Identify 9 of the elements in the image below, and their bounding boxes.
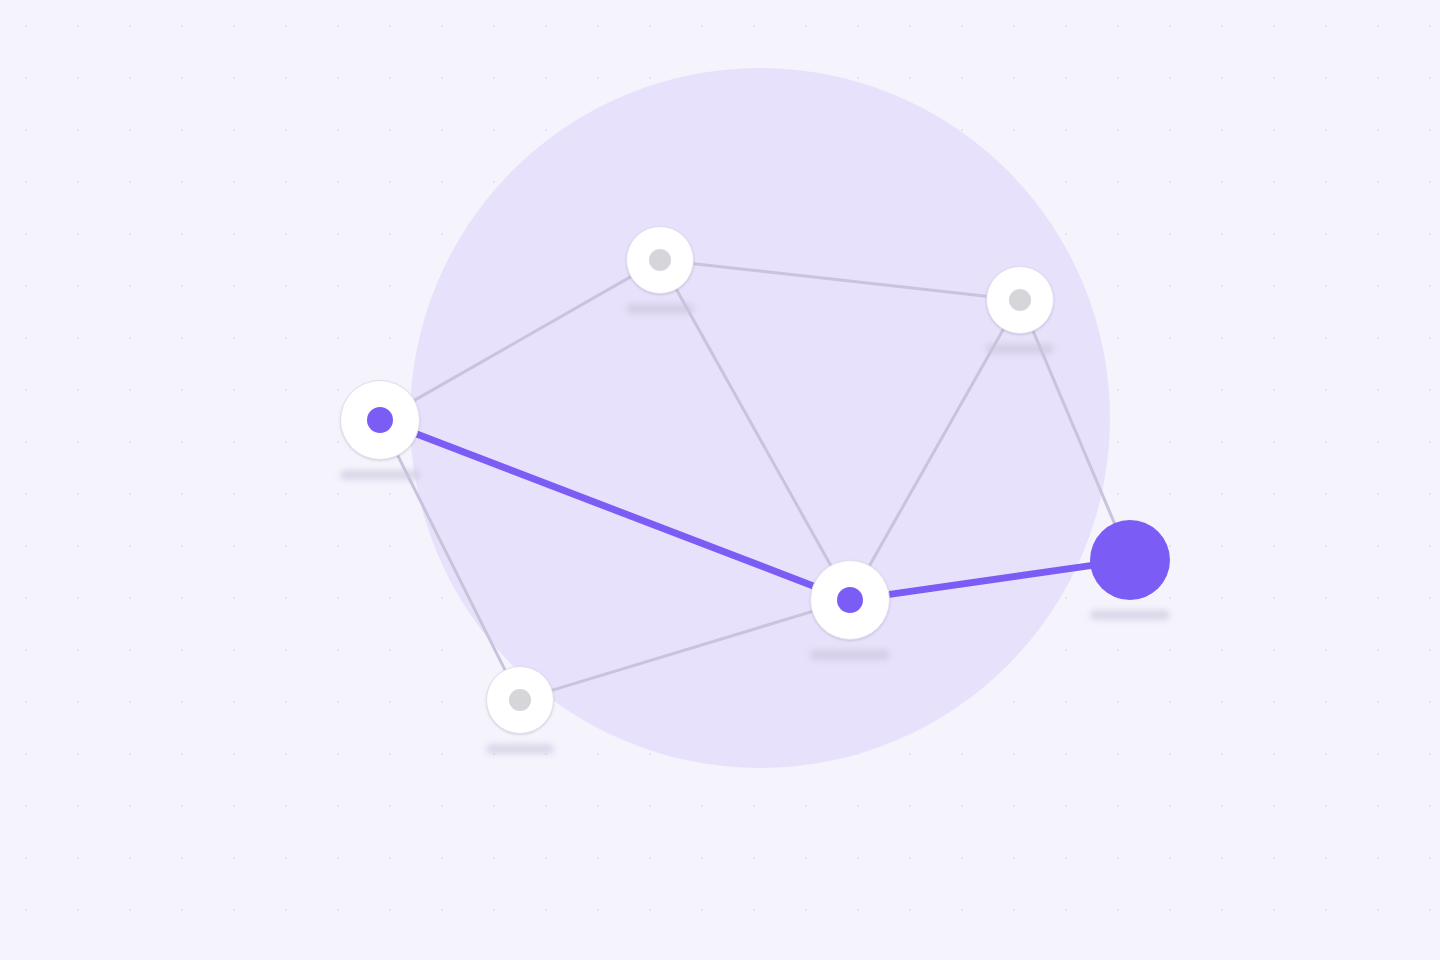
connector-line [692,262,988,298]
connector-line [413,430,817,590]
connector-line [1031,329,1116,525]
network-node [486,666,554,734]
connector-line [675,288,832,567]
connector-line [413,275,632,402]
connector-line [868,328,1005,567]
connector-line [396,454,507,672]
network-node [340,380,420,460]
